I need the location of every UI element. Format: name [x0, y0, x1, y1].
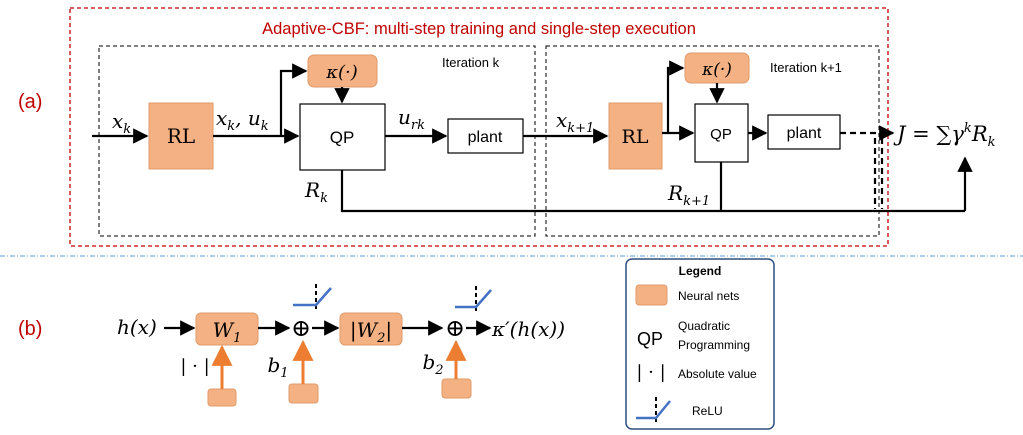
rl-block-k — [148, 102, 214, 170]
label-b1: b1 — [267, 353, 288, 381]
sum2-symbol: ⊕ — [445, 314, 465, 342]
rl-block-k1-label: RL — [622, 126, 649, 148]
legend-neural-swatch — [635, 284, 668, 306]
w1-label: W1 — [213, 318, 242, 346]
legend-qp-line2: Programming — [678, 338, 750, 352]
plant-block-k1-label: plant — [787, 125, 822, 142]
label-r-k: Rk — [304, 178, 328, 206]
iteration-k1-frame — [545, 45, 880, 237]
rl-block-k-label: RL — [167, 124, 195, 148]
w2-label: |W2| — [350, 318, 392, 346]
objective-j: J = ∑γkRk — [893, 121, 996, 150]
outer-red-frame — [69, 7, 889, 247]
legend-relu-label: ReLU — [692, 404, 723, 418]
label-r-k1: Rk+1 — [667, 181, 710, 209]
label-x-k1: xk+1 — [556, 108, 594, 136]
bias0-block — [207, 388, 237, 407]
label-u-rk: urk — [398, 105, 425, 133]
output-kappa-prime: κ′(h(x)) — [491, 317, 565, 341]
sum1-symbol: ⊕ — [291, 314, 311, 342]
legend: Legend Neural nets QP Quadratic Programm… — [625, 258, 775, 430]
rl-block-k1 — [608, 102, 663, 170]
legend-qp-line1: Quadratic — [678, 319, 730, 333]
label-xk-uk: xk, uk — [216, 106, 269, 134]
arrow-to-kappa-k1 — [666, 60, 685, 133]
label-b2: b2 — [422, 350, 443, 378]
legend-title: Legend — [679, 264, 722, 278]
qp-block-k1-label: QP — [710, 126, 732, 143]
qp-block-k1 — [694, 103, 749, 163]
diagram-title: Adaptive-CBF: multi-step training and si… — [262, 20, 696, 38]
label-x-k: xk — [112, 109, 131, 137]
relu-glyph-2 — [455, 286, 492, 312]
kappa-block-k1-label: κ(·) — [701, 60, 732, 80]
bias2-block — [441, 378, 472, 399]
qp-block-k-label: QP — [330, 128, 355, 147]
panel-a-label: (a) — [18, 91, 42, 113]
legend-qp-symbol: QP — [637, 329, 663, 349]
legend-neural-label: Neural nets — [678, 289, 739, 303]
relu-glyph-1 — [293, 284, 332, 310]
label-hx: h(x) — [117, 315, 157, 339]
legend-abs-label: Absolute value — [678, 367, 757, 381]
kappa-block-k-label: κ(·) — [325, 62, 358, 83]
reward-feedback-line — [340, 170, 965, 213]
plant-block-k-label: plant — [468, 129, 503, 146]
panel-b-label: (b) — [18, 318, 42, 340]
bias1-block — [288, 383, 319, 404]
arrow-to-kappa-k — [279, 63, 308, 136]
iteration-k-label: Iteration k — [442, 55, 500, 70]
legend-relu-glyph — [636, 397, 671, 424]
iteration-k1-label: Iteration k+1 — [770, 60, 842, 75]
iteration-k-frame — [98, 45, 536, 237]
abs-label-w1: | · | — [180, 356, 209, 377]
legend-abs-symbol: | · | — [636, 362, 665, 383]
